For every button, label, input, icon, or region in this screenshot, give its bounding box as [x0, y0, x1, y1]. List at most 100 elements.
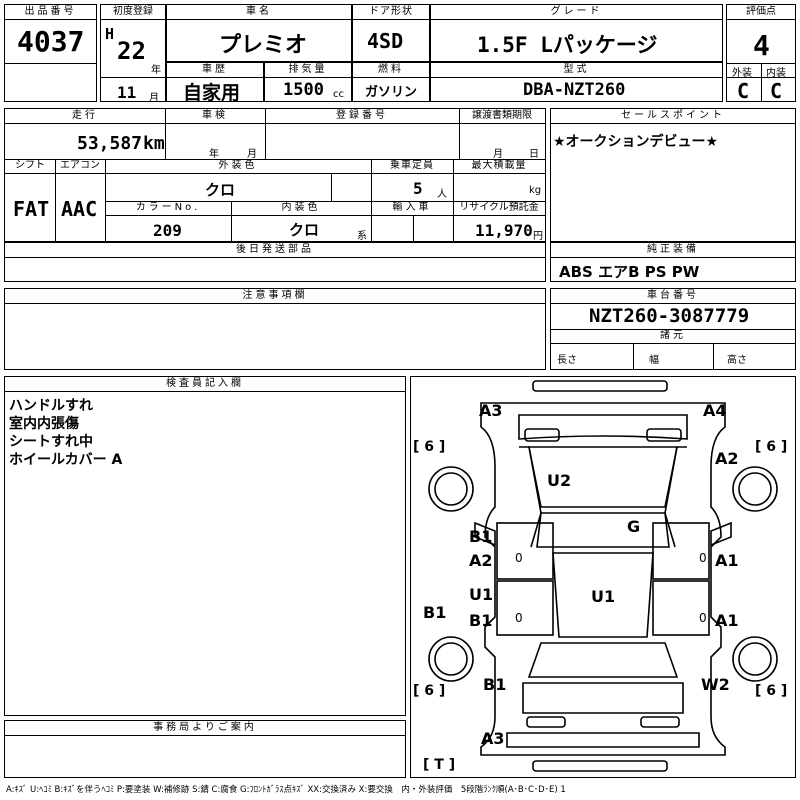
rear-lower	[506, 732, 700, 748]
front-door-right	[652, 522, 710, 580]
zero-mark: 0	[699, 611, 707, 625]
body-outline	[480, 402, 726, 756]
office-label: 事務局よりご案内	[5, 721, 405, 736]
car-outline-svg	[428, 380, 778, 772]
rear-door-right	[652, 580, 710, 636]
chassis-value: NZT260-3087779	[589, 305, 750, 327]
score-label: 評価点	[727, 5, 795, 20]
inspector-label: 検査員記入欄	[5, 377, 405, 392]
mark-b1-left2: B1	[469, 611, 493, 630]
chassis-box: 車台番号 NZT260-3087779 諸元 長さ 幅 高さ	[550, 288, 796, 370]
shift-value: FAT	[13, 197, 50, 221]
score-box: 評価点 4 外装 内装 C C	[726, 4, 796, 103]
inspection-label: 車検	[165, 109, 265, 124]
legend-text: A:ｷｽﾞ U:ﾍｺﾐ B:ｷｽﾞを伴うﾍｺﾐ P:要塗装 W:補修跡 S:錆 …	[6, 785, 566, 795]
ext-color-value: クロ	[205, 181, 236, 199]
first-reg-month: 11	[117, 83, 137, 102]
mark-a4-top: A4	[703, 401, 727, 420]
max-load-label: 最大積載量	[453, 159, 545, 174]
chassis-label: 車台番号	[551, 289, 795, 304]
mark-u1-center: U1	[591, 587, 616, 606]
capacity-unit: 人	[437, 189, 447, 200]
grade-value: 1.5F Lパッケージ	[477, 33, 658, 57]
tire-label: [ 6 ]	[413, 683, 446, 699]
color-no-value: 209	[153, 221, 182, 240]
grade-box: グレード 1.5F Lパッケージ	[430, 4, 723, 62]
roof-center	[552, 552, 654, 638]
model-box: 型式 DBA-NZT260	[430, 62, 723, 102]
mark-u1-left: U1	[469, 585, 494, 604]
recycle-label: リサイクル預託金	[453, 201, 545, 216]
grade-label: グレード	[431, 5, 722, 20]
tire-label: [ 6 ]	[413, 439, 446, 455]
tire-rear-left-inner	[434, 642, 468, 676]
transfer-month-unit: 月	[493, 149, 503, 160]
mirror-left	[474, 521, 496, 547]
mark-g: G	[627, 517, 641, 536]
reg-no-label: 登録番号	[265, 109, 459, 124]
hood	[518, 414, 688, 440]
mark-u2: U2	[547, 471, 572, 490]
first-reg-year-unit: 年	[151, 65, 161, 76]
tire-front-right	[732, 466, 778, 512]
mark-a3-bottom: A3	[481, 729, 505, 748]
recycle-unit: 円	[533, 231, 543, 242]
score-ext: C	[737, 79, 750, 103]
score-ext-label: 外装	[732, 68, 752, 79]
aircon-label: エアコン	[55, 159, 105, 174]
genuine-box: 純正装備 ABS エアB PS PW	[550, 242, 796, 282]
taillight-left	[526, 716, 566, 728]
tire-rear-right-inner	[738, 642, 772, 676]
genuine-label: 純正装備	[551, 243, 795, 258]
rear-bumper	[532, 760, 668, 772]
mark-a2-left: A2	[469, 551, 493, 570]
displacement-unit: cc	[333, 89, 344, 100]
rear-window	[527, 642, 679, 678]
sales-point-box: セールスポイント ★オークションデビュー★	[550, 108, 796, 242]
mark-b1-left: B1	[469, 527, 493, 546]
inspector-line: シートすれ中	[9, 434, 93, 450]
transfer-label: 譲渡書類期限	[459, 109, 545, 124]
model-value: DBA-NZT260	[523, 80, 626, 100]
notes-label: 注意事項欄	[5, 289, 545, 304]
later-parts-label: 後日発送部品	[5, 243, 545, 258]
history-value: 自家用	[183, 82, 241, 104]
score-value: 4	[753, 29, 770, 62]
specs-length: 長さ	[557, 355, 577, 366]
transfer-day-unit: 日	[529, 149, 539, 160]
import-label: 輸入車	[371, 201, 453, 216]
tire-front-left	[428, 466, 474, 512]
fuel-box: 燃料 ガソリン	[352, 62, 430, 102]
displacement-box: 排気量 1500 cc	[264, 62, 352, 102]
tire-rear-right	[732, 636, 778, 682]
fuel-label: 燃料	[353, 63, 429, 78]
sales-point-value: ★オークションデビュー★	[553, 134, 719, 150]
front-bumper	[532, 380, 668, 392]
lot-label: 出品番号	[5, 5, 96, 20]
sales-point-label: セールスポイント	[551, 109, 795, 124]
mark-b1-bottom: B1	[483, 675, 507, 694]
zero-mark: 0	[515, 551, 523, 565]
inspector-line: ホイールカバー A	[9, 452, 123, 468]
first-reg-box: 初度登録 H 22 年 11 月	[100, 4, 166, 104]
headlight-right	[646, 428, 682, 442]
a-pillar-right	[664, 446, 687, 548]
specs-label: 諸元	[551, 329, 795, 344]
notes-box: 注意事項欄	[4, 288, 546, 370]
later-parts-box: 後日発送部品	[4, 242, 546, 282]
door-label: ドア形状	[353, 5, 429, 20]
inspection-month-unit: 月	[247, 149, 257, 160]
int-color-label: 内装色	[231, 201, 371, 216]
mark-a1-right2: A1	[715, 611, 739, 630]
first-reg-label: 初度登録	[101, 5, 165, 20]
a-pillar-left	[519, 446, 542, 548]
score-int-label: 内装	[766, 68, 786, 79]
car-name-value: プレミオ	[219, 33, 308, 58]
max-load-unit: kg	[529, 185, 542, 196]
model-label: 型式	[431, 63, 722, 78]
trunk	[522, 682, 684, 714]
mileage-label: 走行	[5, 109, 165, 124]
inspection-year-unit: 年	[209, 149, 219, 160]
capacity-label: 乗車定員	[371, 159, 453, 174]
mileage-value: 53,587	[77, 133, 143, 154]
